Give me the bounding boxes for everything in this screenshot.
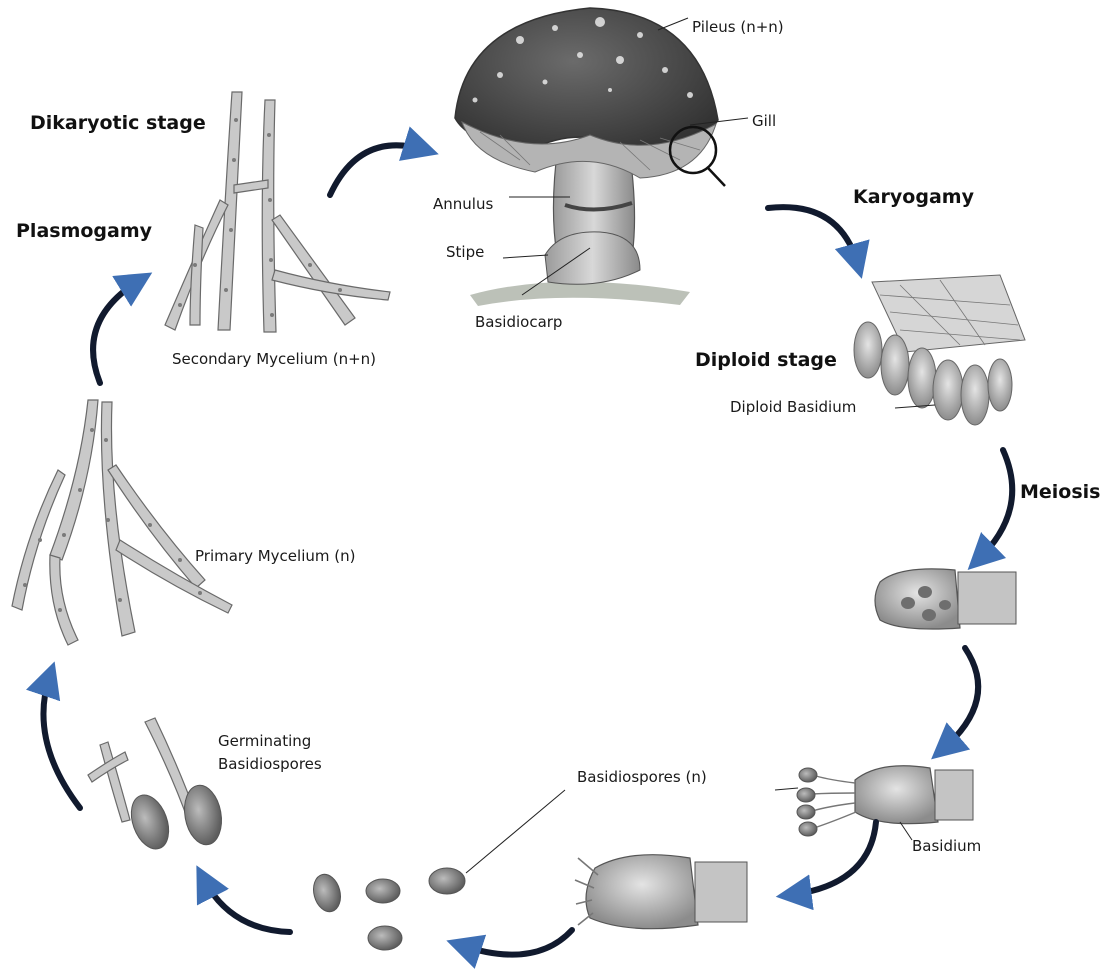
dikaryotic-stage-label: Dikaryotic stage [30, 112, 206, 134]
diploid-basidium-label: Diploid Basidium [730, 398, 856, 416]
stipe-label: Stipe [446, 243, 484, 261]
cycle-arrows [43, 145, 1012, 954]
karyogamy-label: Karyogamy [853, 186, 974, 208]
arrow-to-primary-mycelium [43, 675, 80, 808]
arrow-to-spore-formation [942, 648, 978, 750]
basidiospores-label: Basidiospores (n) [577, 768, 707, 786]
meiotic-basidium-drawing [875, 569, 1016, 629]
secondary-mycelium-label: Secondary Mycelium (n+n) [172, 350, 376, 368]
arrow-to-germination [203, 878, 290, 932]
arrow-plasmogamy [93, 280, 140, 383]
arrow-meiosis [978, 450, 1012, 560]
gill-label: Gill [752, 112, 776, 130]
released-basidiospores-drawing [310, 790, 565, 950]
basidium-label: Basidium [912, 837, 981, 855]
annulus-label: Annulus [433, 195, 493, 213]
meiosis-label: Meiosis [1020, 481, 1101, 503]
primary-mycelium-label: Primary Mycelium (n) [195, 547, 355, 565]
pileus-label: Pileus (n+n) [692, 18, 784, 36]
arrow-to-basidiocarp [330, 145, 425, 195]
primary-mycelium-drawing [12, 400, 232, 645]
plasmogamy-label: Plasmogamy [16, 220, 152, 242]
diploid-basidium-drawing [854, 275, 1025, 425]
empty-basidium-drawing [575, 855, 747, 929]
germinating-basidiospores-label: Germinating Basidiospores [218, 730, 322, 776]
diploid-stage-label: Diploid stage [695, 349, 837, 371]
basidiocarp-label: Basidiocarp [475, 313, 562, 331]
arrow-spore-release [460, 930, 572, 955]
arrow-karyogamy [768, 207, 858, 265]
mushroom-basidiocarp [455, 8, 748, 306]
germinating-basidiospores-drawing [88, 718, 226, 854]
